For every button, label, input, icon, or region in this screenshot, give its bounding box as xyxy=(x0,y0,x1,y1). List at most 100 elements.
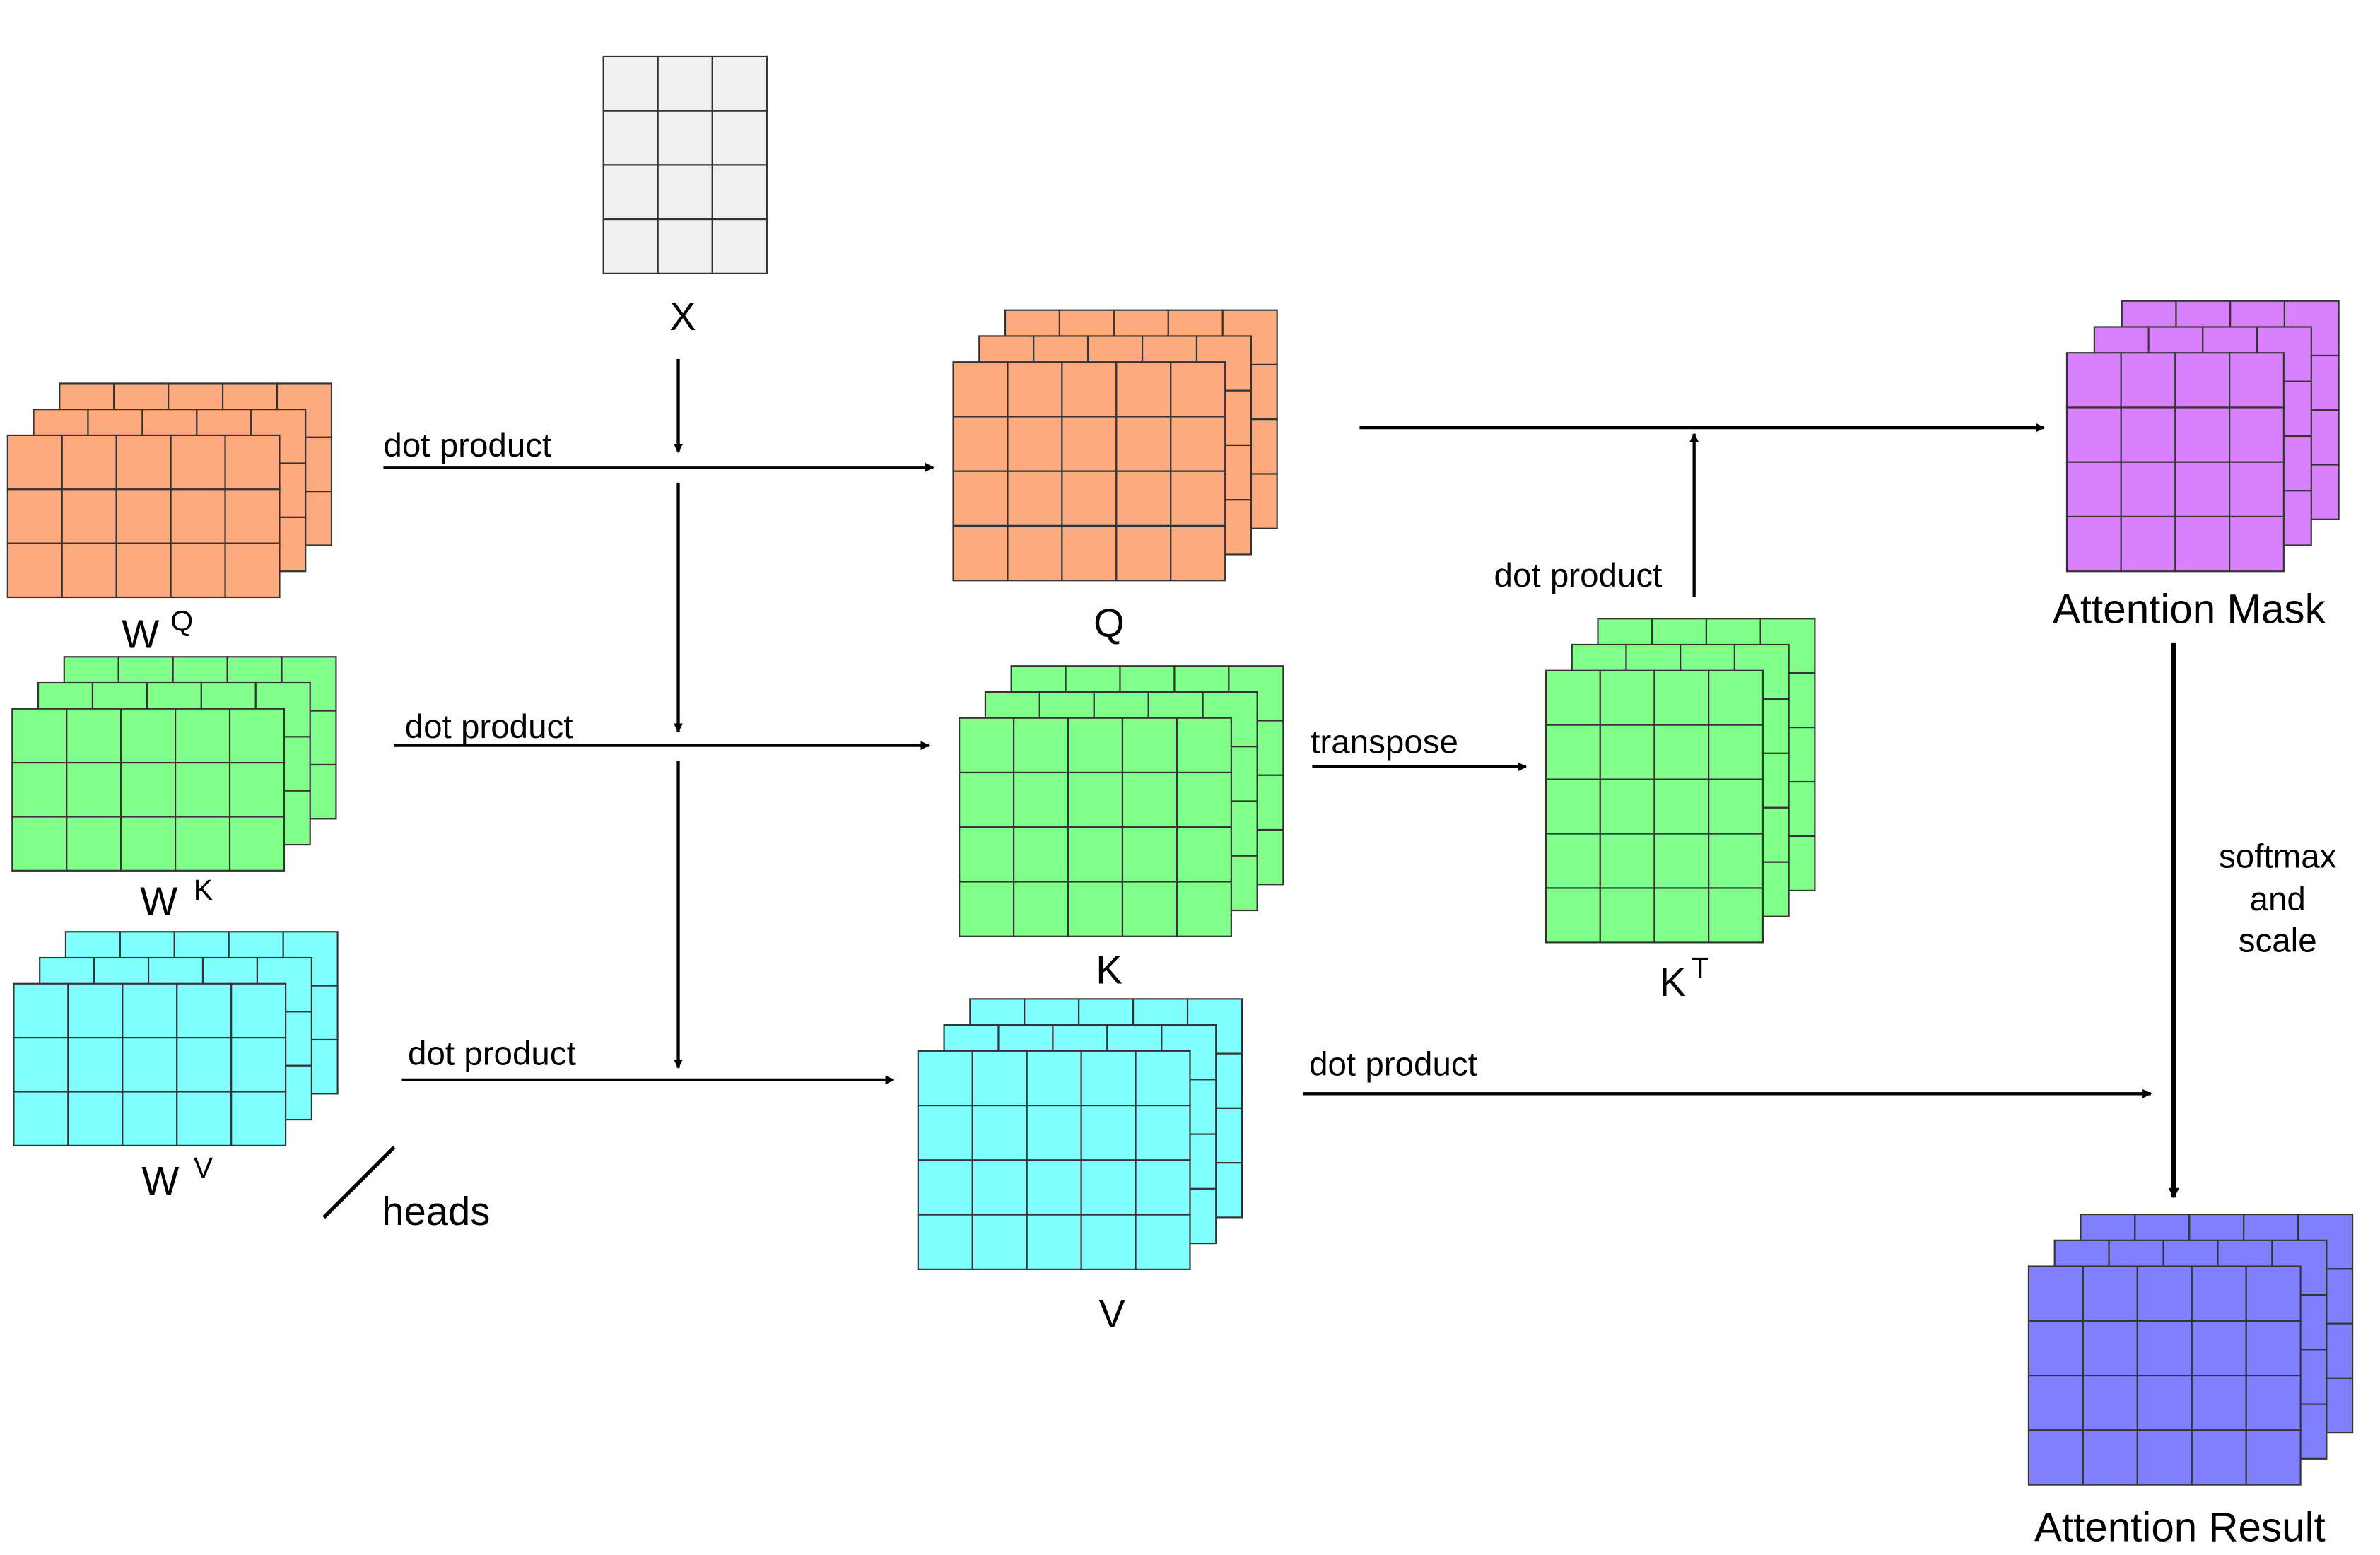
wk-cell xyxy=(120,762,177,818)
kt-cell xyxy=(1653,833,1710,889)
x-cell xyxy=(657,164,713,221)
attention-mask-matrix-stack xyxy=(2065,300,2340,573)
wk-label-sup: K xyxy=(194,874,213,906)
ar-cell xyxy=(2027,1320,2084,1377)
am-cell xyxy=(2229,461,2285,518)
wv-label-sup: V xyxy=(194,1151,213,1184)
softmax-line-1: softmax xyxy=(2219,838,2337,876)
wq-cell xyxy=(61,434,117,491)
am-layer-1 xyxy=(2065,352,2285,573)
k-cell xyxy=(1121,771,1178,828)
x-layer-1 xyxy=(602,55,768,274)
kt-cell xyxy=(1708,833,1764,889)
k-cell xyxy=(1176,771,1232,828)
k-cell xyxy=(1176,881,1232,937)
q-cell xyxy=(1115,524,1172,582)
wv-cell xyxy=(176,982,233,1039)
wv-cell xyxy=(67,1091,124,1146)
ar-cell xyxy=(2082,1320,2138,1377)
k-cell xyxy=(959,881,1015,937)
q-cell xyxy=(952,524,1009,582)
q-cell xyxy=(1007,524,1063,582)
v-cell xyxy=(1135,1214,1191,1270)
wv-cell xyxy=(122,982,178,1039)
kt-cell xyxy=(1544,887,1601,944)
q-cell xyxy=(952,361,1009,418)
wk-cell xyxy=(228,816,286,872)
kt-matrix-stack xyxy=(1544,618,1816,944)
q-cell xyxy=(1115,416,1172,472)
am-cell xyxy=(2174,461,2231,518)
wv-cell xyxy=(176,1091,233,1146)
q-cell xyxy=(1061,470,1118,527)
k-cell xyxy=(1013,826,1069,883)
am-cell xyxy=(2065,406,2122,463)
wv-cell xyxy=(230,1037,287,1093)
wq-cell xyxy=(61,542,117,599)
wq-cell xyxy=(115,488,172,544)
v-cell xyxy=(1080,1050,1137,1107)
dot-product-wq-label: dot product xyxy=(383,427,551,464)
kt-cell xyxy=(1599,778,1655,835)
am-cell xyxy=(2120,461,2176,518)
kt-layer-1 xyxy=(1544,669,1764,944)
q-label: Q xyxy=(1094,601,1125,645)
v-label: V xyxy=(1099,1291,1126,1336)
ar-cell xyxy=(2027,1265,2084,1322)
ar-cell xyxy=(2191,1374,2247,1431)
k-cell xyxy=(1121,881,1178,937)
kt-cell xyxy=(1653,887,1710,944)
wk-cell xyxy=(66,708,122,764)
v-cell xyxy=(917,1214,973,1270)
q-cell xyxy=(1061,524,1118,582)
am-cell xyxy=(2229,515,2285,573)
wv-cell xyxy=(13,1091,69,1146)
am-cell xyxy=(2065,461,2122,518)
v-cell xyxy=(971,1105,1028,1161)
v-cell xyxy=(917,1105,973,1161)
q-cell xyxy=(1061,361,1118,418)
k-cell xyxy=(1176,717,1232,774)
x-cell xyxy=(657,55,713,112)
v-cell xyxy=(1026,1105,1082,1161)
heads-label: heads xyxy=(382,1189,490,1233)
kt-cell xyxy=(1544,833,1601,889)
q-cell xyxy=(952,470,1009,527)
q-cell xyxy=(1170,361,1226,418)
kt-cell xyxy=(1708,778,1764,835)
wk-layer-1 xyxy=(11,708,286,872)
kt-cell xyxy=(1599,669,1655,726)
x-cell xyxy=(602,164,659,221)
kt-cell xyxy=(1653,778,1710,835)
kt-label-sup: T xyxy=(1692,951,1709,984)
k-layer-1 xyxy=(959,717,1232,937)
dot-product-wk-label: dot product xyxy=(405,708,573,746)
q-cell xyxy=(1170,416,1226,472)
wq-cell xyxy=(224,542,281,599)
dot-product-wv-label: dot product xyxy=(408,1035,576,1072)
ar-cell xyxy=(2027,1429,2084,1486)
v-cell xyxy=(971,1050,1028,1107)
x-cell xyxy=(711,164,768,221)
x-cell xyxy=(602,218,659,274)
attention-mask-label: Attention Mask xyxy=(2053,587,2326,633)
ar-cell xyxy=(2082,1374,2138,1431)
v-cell xyxy=(1080,1159,1137,1216)
x-cell xyxy=(657,218,713,274)
softmax-line-2: and xyxy=(2250,881,2306,918)
kt-cell xyxy=(1544,669,1601,726)
wq-cell xyxy=(6,488,63,544)
k-cell xyxy=(1067,717,1124,774)
wq-label-sup: Q xyxy=(170,605,193,638)
v-matrix-stack xyxy=(917,998,1243,1270)
wv-cell xyxy=(67,982,124,1039)
wk-matrix-stack xyxy=(11,656,337,872)
wq-cell xyxy=(170,488,226,544)
attention-result-label: Attention Result xyxy=(2034,1505,2326,1551)
kt-cell xyxy=(1708,724,1764,780)
ar-cell xyxy=(2245,1374,2302,1431)
v-cell xyxy=(1135,1159,1191,1216)
wq-cell xyxy=(170,542,226,599)
k-cell xyxy=(1013,717,1069,774)
dot-product-qk-label: dot product xyxy=(1494,557,1663,594)
